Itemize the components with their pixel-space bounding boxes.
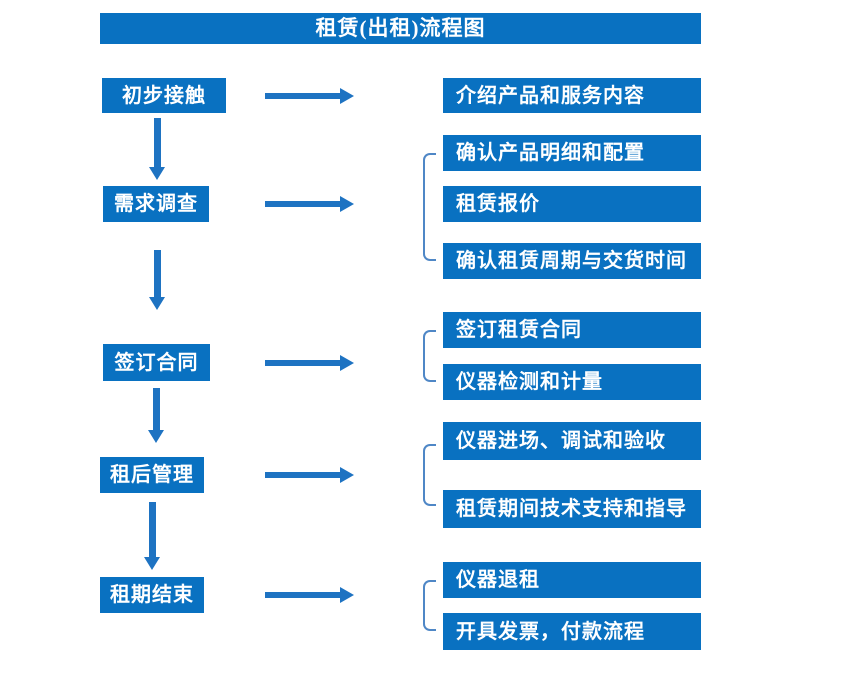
step-label: 租后管理 <box>110 464 194 486</box>
flowchart-title-bar: 租赁(出租)流程图 <box>100 13 701 44</box>
detail-label: 签订租赁合同 <box>456 319 582 341</box>
detail-box: 确认产品明细和配置 <box>443 135 701 171</box>
detail-label: 租赁期间技术支持和指导 <box>456 498 687 520</box>
arrow-right-icon <box>265 355 354 371</box>
detail-box: 签订租赁合同 <box>443 312 701 348</box>
arrow-shaft <box>265 592 340 598</box>
detail-box: 仪器检测和计量 <box>443 364 701 400</box>
arrow-shaft <box>154 118 161 167</box>
step-label: 签订合同 <box>114 351 199 374</box>
arrow-head <box>149 167 165 180</box>
step-label: 租期结束 <box>110 584 194 606</box>
arrow-shaft <box>265 472 340 478</box>
arrow-right-icon <box>265 467 354 483</box>
detail-box: 确认租赁周期与交货时间 <box>443 243 701 279</box>
arrow-down-icon <box>149 118 166 180</box>
arrow-shaft <box>153 388 160 430</box>
detail-label: 仪器检测和计量 <box>456 371 603 393</box>
detail-label: 介绍产品和服务内容 <box>456 84 645 107</box>
arrow-down-icon <box>148 388 165 443</box>
detail-label: 仪器进场、调试和验收 <box>456 430 666 452</box>
detail-label: 确认产品明细和配置 <box>456 142 645 164</box>
arrow-head <box>144 557 160 570</box>
step-box-demand-survey: 需求调查 <box>103 186 209 222</box>
detail-label: 确认租赁周期与交货时间 <box>456 250 687 272</box>
detail-box: 仪器进场、调试和验收 <box>443 422 701 460</box>
arrow-head <box>340 88 354 104</box>
step-box-sign-contract: 签订合同 <box>103 344 210 381</box>
arrow-shaft <box>149 502 156 557</box>
arrow-right-icon <box>265 88 354 104</box>
arrow-head <box>340 587 354 603</box>
step-label: 初步接触 <box>122 84 206 107</box>
arrow-shaft <box>154 250 161 297</box>
step-label: 需求调查 <box>114 193 198 215</box>
arrow-head <box>149 297 165 310</box>
arrow-shaft <box>265 93 340 99</box>
step-box-initial-contact: 初步接触 <box>102 78 226 113</box>
arrow-head <box>340 467 354 483</box>
group-bracket <box>423 580 436 631</box>
arrow-right-icon <box>265 196 354 212</box>
group-bracket <box>423 153 436 261</box>
detail-box: 仪器退租 <box>443 562 701 598</box>
group-bracket <box>423 330 436 382</box>
detail-box: 开具发票，付款流程 <box>443 613 701 650</box>
step-box-post-rental-management: 租后管理 <box>100 457 204 493</box>
arrow-down-icon <box>149 250 166 310</box>
step-box-rental-end: 租期结束 <box>100 577 204 613</box>
arrow-shaft <box>265 201 340 207</box>
arrow-head <box>340 196 354 212</box>
arrow-head <box>340 355 354 371</box>
arrow-head <box>148 430 164 443</box>
detail-box: 租赁期间技术支持和指导 <box>443 490 701 528</box>
group-bracket <box>423 444 436 506</box>
arrow-down-icon <box>144 502 161 570</box>
page-title: 租赁(出租)流程图 <box>315 16 486 40</box>
arrow-right-icon <box>265 587 354 603</box>
arrow-shaft <box>265 360 340 366</box>
detail-label: 仪器退租 <box>456 569 540 591</box>
detail-label: 租赁报价 <box>456 193 540 215</box>
detail-label: 开具发票，付款流程 <box>456 620 645 643</box>
detail-box: 介绍产品和服务内容 <box>443 78 701 113</box>
detail-box: 租赁报价 <box>443 186 701 222</box>
